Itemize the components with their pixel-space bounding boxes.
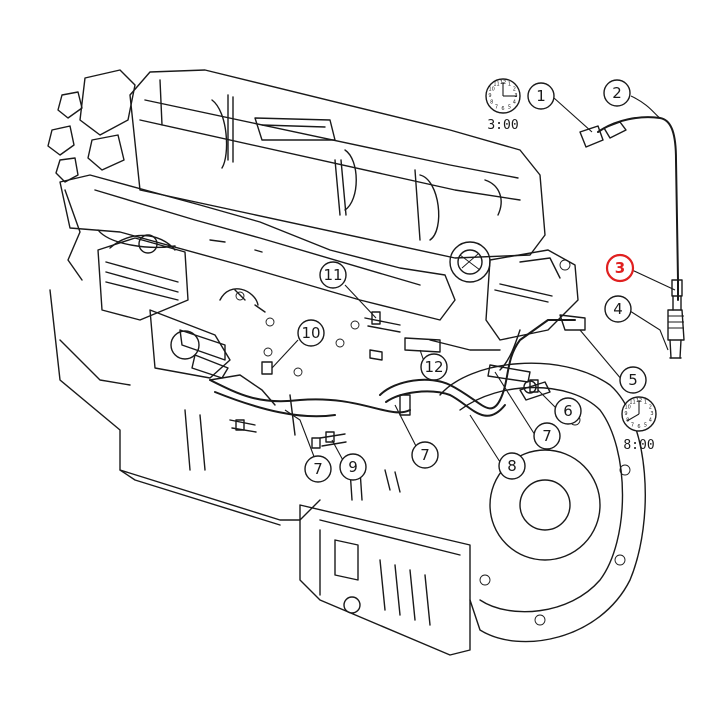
flywheel-housing bbox=[439, 362, 646, 643]
clock-numeral: 7 bbox=[495, 104, 498, 110]
callout-8[interactable]: 8 bbox=[498, 452, 526, 480]
callout-1-label: 1 bbox=[536, 87, 546, 105]
clock-numeral: 12 bbox=[636, 398, 642, 404]
clock-numeral: 8 bbox=[490, 100, 493, 106]
clock-numeral: 2 bbox=[649, 405, 652, 411]
callout-6[interactable]: 6 bbox=[554, 397, 582, 425]
clock-numeral: 4 bbox=[513, 100, 516, 106]
clock-numeral: 3 bbox=[650, 411, 653, 417]
callout-7-left[interactable]: 7 bbox=[304, 455, 332, 483]
callout-12[interactable]: 12 bbox=[420, 353, 448, 381]
callout-11[interactable]: 11 bbox=[319, 261, 347, 289]
callout-10[interactable]: 10 bbox=[297, 319, 325, 347]
clock-numeral: 10 bbox=[489, 87, 495, 93]
callout-4-label: 4 bbox=[613, 300, 623, 318]
engine-line-art bbox=[47, 69, 685, 656]
callout-4[interactable]: 4 bbox=[604, 295, 632, 323]
callout-7-centre[interactable]: 7 bbox=[411, 441, 439, 469]
callout-5-label: 5 bbox=[628, 371, 638, 389]
sensor-body bbox=[667, 309, 685, 359]
callouts: 1 2 3 4 5 6 7 7 bbox=[297, 79, 647, 483]
clock-numeral: 6 bbox=[501, 106, 504, 112]
engine-block bbox=[49, 288, 401, 526]
gear-train-left bbox=[47, 69, 136, 183]
callout-10-label: 10 bbox=[301, 324, 320, 342]
callout-6-label: 6 bbox=[563, 402, 573, 420]
air-compressor bbox=[97, 234, 231, 379]
callout-9[interactable]: 9 bbox=[339, 453, 367, 481]
callout-7-centre-label: 7 bbox=[420, 446, 430, 464]
clock-numeral: 12 bbox=[500, 80, 506, 86]
callout-1[interactable]: 1 bbox=[527, 82, 555, 110]
clock-numeral: 4 bbox=[649, 418, 652, 424]
callout-9-label: 9 bbox=[348, 458, 358, 476]
clock-numeral: 10 bbox=[625, 405, 631, 411]
clock-numeral: 5 bbox=[508, 104, 511, 110]
callout-3-label: 3 bbox=[615, 259, 625, 277]
clock-numeral: 7 bbox=[631, 422, 634, 428]
clock-numeral: 9 bbox=[624, 411, 627, 417]
callout-7-right-label: 7 bbox=[542, 427, 552, 445]
clock-numeral: 8 bbox=[626, 418, 629, 424]
harness-route bbox=[179, 283, 586, 447]
callout-7-right[interactable]: 7 bbox=[533, 422, 561, 450]
clock-numeral: 1 bbox=[508, 82, 511, 88]
clock-right-label: 8:00 bbox=[623, 438, 654, 453]
callout-2[interactable]: 2 bbox=[603, 79, 631, 107]
callout-8-label: 8 bbox=[507, 457, 517, 475]
wiring-harness bbox=[579, 116, 683, 311]
callout-3[interactable]: 3 bbox=[605, 253, 635, 283]
callout-12-label: 12 bbox=[424, 358, 443, 376]
oil-pan bbox=[299, 504, 471, 656]
clock-numeral: 9 bbox=[488, 93, 491, 99]
intake-manifold bbox=[59, 174, 456, 321]
clock-numeral: 1 bbox=[644, 400, 647, 406]
bolts bbox=[235, 311, 539, 449]
clock-numeral: 3 bbox=[514, 93, 517, 99]
valve-cover bbox=[129, 69, 546, 259]
clock-numeral: 11 bbox=[493, 82, 499, 88]
clock-top-label: 3:00 bbox=[487, 118, 518, 133]
callout-2-label: 2 bbox=[612, 84, 622, 102]
front-bracket bbox=[485, 249, 579, 341]
flange-ring bbox=[449, 241, 491, 283]
clock-numeral: 11 bbox=[629, 400, 635, 406]
clock-numeral: 2 bbox=[513, 87, 516, 93]
callout-11-label: 11 bbox=[323, 266, 342, 284]
clock-numeral: 5 bbox=[644, 422, 647, 428]
callout-5[interactable]: 5 bbox=[619, 366, 647, 394]
callout-7-left-label: 7 bbox=[313, 460, 323, 478]
clock-numeral: 6 bbox=[637, 424, 640, 430]
